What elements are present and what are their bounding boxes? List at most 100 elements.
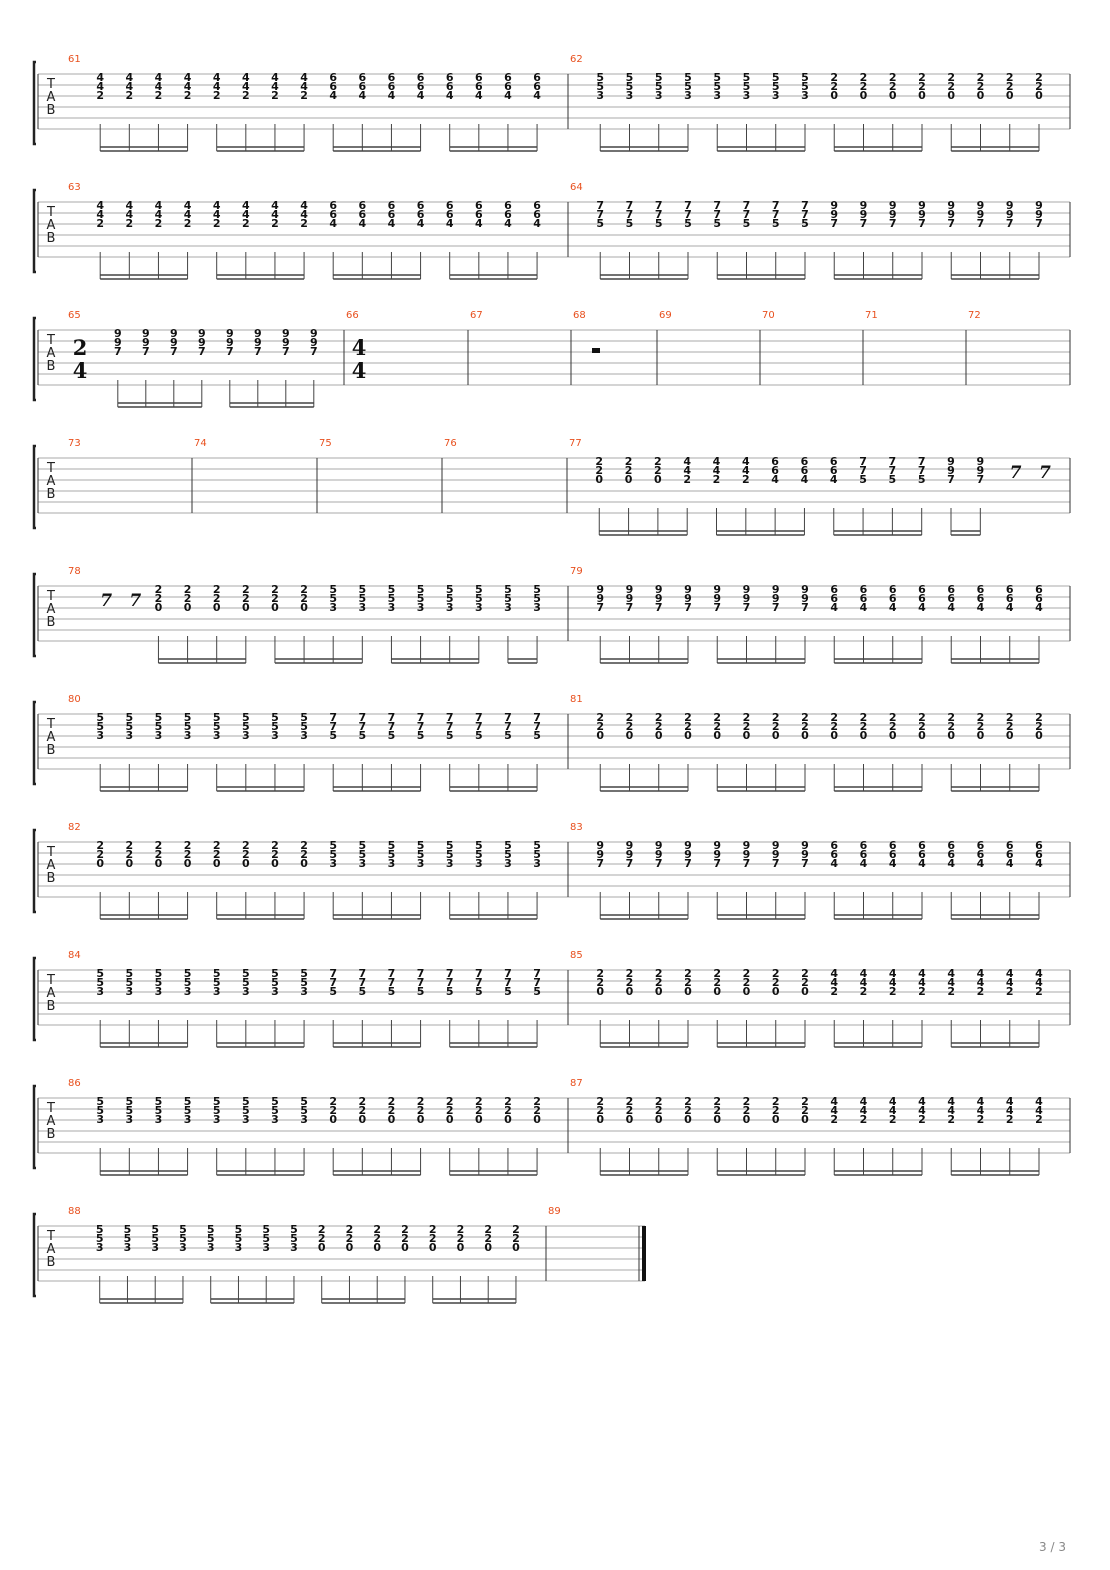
fret-number: 3: [271, 1113, 279, 1126]
measure-number: 62: [570, 54, 583, 65]
fret-number: 4: [242, 208, 250, 221]
fret-number: 0: [475, 1113, 483, 1126]
fret-number: 5: [475, 583, 483, 596]
fret-number: 5: [358, 839, 366, 852]
fret-number: 4: [446, 89, 454, 102]
fret-number: 2: [860, 80, 868, 93]
fret-number: 5: [235, 1223, 243, 1236]
fret-number: 4: [417, 89, 425, 102]
fret-number: 5: [713, 80, 721, 93]
fret-number: 4: [947, 1104, 955, 1117]
tab-clef-letter: B: [47, 615, 56, 630]
tab-clef-letter: T: [46, 589, 55, 604]
measure-number: 77: [569, 438, 582, 449]
fret-number: 2: [860, 71, 868, 84]
fret-number: 5: [125, 711, 133, 724]
fret-number: 6: [947, 848, 955, 861]
fret-number: 7: [655, 208, 663, 221]
fret-number: 0: [125, 857, 133, 870]
fret-number: 3: [155, 985, 163, 998]
fret-number: 5: [96, 711, 104, 724]
fret-number: 6: [947, 839, 955, 852]
fret-number: 4: [713, 464, 721, 477]
fret-number: 5: [242, 976, 250, 989]
fret-number: 7: [475, 967, 483, 980]
fret-number: 2: [213, 592, 221, 605]
staff-system: TAB6344244244244244244244244266466466466…: [32, 182, 1071, 280]
fret-number: 2: [1035, 720, 1043, 733]
fret-number: 9: [713, 592, 721, 605]
fret-number: 0: [977, 729, 985, 742]
fret-number: 6: [358, 80, 366, 93]
fret-number: 4: [475, 217, 483, 230]
tab-clef-letter: A: [47, 346, 56, 361]
tab-clef-letter: A: [47, 1242, 56, 1257]
fret-number: 5: [918, 473, 926, 486]
fret-number: 5: [358, 583, 366, 596]
fret-number: 2: [457, 1223, 465, 1236]
fret-number: 5: [655, 80, 663, 93]
fret-number: 2: [743, 1095, 751, 1108]
measure-number: 84: [68, 950, 81, 961]
fret-number: 4: [1006, 1095, 1014, 1108]
fret-number: 4: [271, 80, 279, 93]
fret-number: 5: [96, 720, 104, 733]
fret-number: 9: [626, 839, 634, 852]
fret-number: 4: [977, 857, 985, 870]
fret-number: 5: [213, 1104, 221, 1117]
fret-number: 5: [626, 71, 634, 84]
fret-number: 2: [830, 71, 838, 84]
fret-number: 2: [743, 976, 751, 989]
fret-number: 2: [155, 89, 163, 102]
fret-number: 7: [772, 199, 780, 212]
fret-number: 0: [184, 857, 192, 870]
fret-number: 7: [475, 976, 483, 989]
fret-number: 3: [504, 857, 512, 870]
fret-number: 4: [1006, 601, 1014, 614]
fret-number: 5: [329, 985, 337, 998]
fret-number: 2: [475, 1104, 483, 1117]
fret-number: 5: [801, 80, 809, 93]
fret-number: 7: [388, 711, 396, 724]
fret-number: 2: [184, 89, 192, 102]
measure-number: 64: [570, 182, 583, 193]
final-barline: [642, 1226, 646, 1281]
fret-number: 5: [151, 1223, 159, 1236]
fret-number: 4: [417, 217, 425, 230]
fret-number: 0: [860, 89, 868, 102]
fret-number: 9: [254, 336, 262, 349]
fret-number: 0: [596, 1113, 604, 1126]
fret-number: 5: [96, 1104, 104, 1117]
fret-number: 6: [889, 583, 897, 596]
fret-number: 2: [484, 1232, 492, 1245]
fret-number: 9: [655, 592, 663, 605]
fret-number: 7: [596, 857, 604, 870]
fret-number: 4: [504, 217, 512, 230]
fret-number: 9: [626, 592, 634, 605]
fret-number: 7: [1006, 217, 1014, 230]
fret-number: 2: [626, 976, 634, 989]
fret-number: 4: [155, 80, 163, 93]
system-bracket: [32, 188, 36, 274]
fret-number: 2: [213, 583, 221, 596]
fret-number: 0: [213, 601, 221, 614]
fret-number: 9: [801, 592, 809, 605]
fret-number: 2: [271, 583, 279, 596]
fret-number: 2: [684, 720, 692, 733]
fret-number: 2: [184, 592, 192, 605]
fret-number: 2: [512, 1223, 520, 1236]
fret-number: 5: [155, 1104, 163, 1117]
fret-number: 4: [830, 473, 838, 486]
fret-number: 7: [976, 473, 984, 486]
fret-number: 7: [918, 455, 926, 468]
fret-number: 2: [889, 711, 897, 724]
fret-number: 4: [96, 80, 104, 93]
fret-number: 0: [533, 1113, 541, 1126]
fret-number: 6: [446, 208, 454, 221]
fret-number: 9: [713, 839, 721, 852]
fret-number: 4: [184, 71, 192, 84]
fret-number: 0: [684, 1113, 692, 1126]
fret-number: 3: [151, 1241, 159, 1254]
fret-number: 2: [654, 455, 662, 468]
fret-number: 4: [889, 976, 897, 989]
